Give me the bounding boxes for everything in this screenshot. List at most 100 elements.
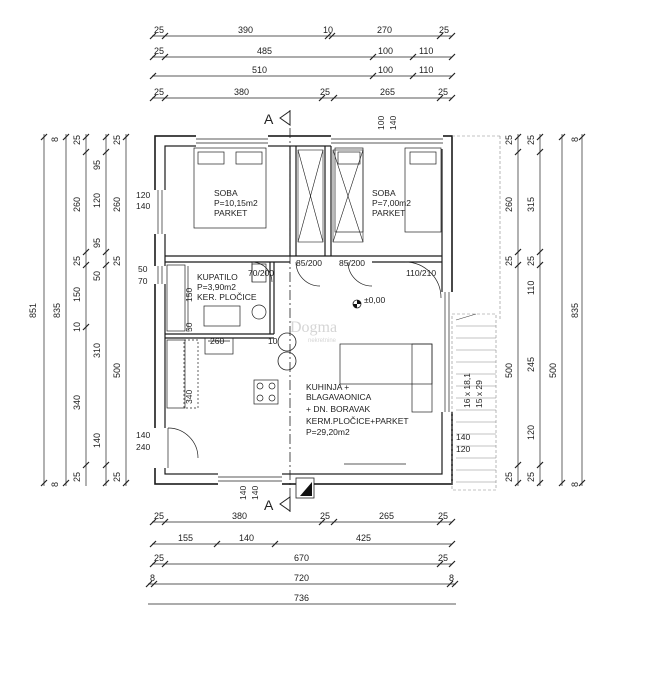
watermark: Dogma nekretnine xyxy=(290,319,337,344)
left-c3-0: 25 xyxy=(72,135,82,145)
left-c4-3: 500 xyxy=(112,363,122,378)
right-c2-3: 500 xyxy=(548,363,558,378)
kupatilo-area: P=3,90m2 xyxy=(197,282,236,292)
kuhinja-line2: BLAGAVAONICA xyxy=(306,392,372,402)
right-tick-bottom: 8 xyxy=(570,482,580,487)
top-dim-r2-3: 110 xyxy=(419,46,433,56)
right-c2-0: 25 xyxy=(526,135,536,145)
bath-260: 260 xyxy=(210,336,224,346)
bot-dim-r3-1: 670 xyxy=(294,553,309,563)
left-c3-8: 310 xyxy=(92,343,102,358)
top-dim-r2-0: 25 xyxy=(154,46,164,56)
bath-50: 50 xyxy=(184,322,194,332)
left-c3-9: 140 xyxy=(92,433,102,448)
left-tick-bottom: 8 xyxy=(50,482,60,487)
win-left-50: 50 xyxy=(138,264,148,274)
left-c3b-0: 260 xyxy=(72,197,82,212)
watermark-sub: nekretnine xyxy=(308,338,337,344)
left-c3-1: 95 xyxy=(92,160,102,170)
stairs-line2: 15 x 29 xyxy=(474,380,484,408)
right-c1-1: 260 xyxy=(504,197,514,212)
bot-dim-r5-0: 736 xyxy=(294,593,309,603)
bot-dim-r1-1: 380 xyxy=(232,511,247,521)
left-c4-1: 260 xyxy=(112,197,122,212)
top-dim-r4-1: 380 xyxy=(234,87,249,97)
kupatilo-floor: KER. PLOČICE xyxy=(197,292,257,302)
win-right-120: 120 xyxy=(456,444,470,454)
top-dim-r2-2: 100 xyxy=(378,46,393,56)
bot-dim-r4-1: 720 xyxy=(294,573,309,583)
sofa xyxy=(339,343,433,465)
kuhinja-floor: KERM.PLOČICE+PARKET xyxy=(306,416,409,426)
bath-150: 150 xyxy=(184,288,194,302)
win-left-140: 140 xyxy=(136,201,150,211)
section-marker-bottom: A xyxy=(264,496,291,513)
right-dimension-lines xyxy=(514,133,586,487)
top-dim-r1-4: 25 xyxy=(439,25,449,35)
left-c4-2: 25 xyxy=(112,256,122,266)
hall-pillars xyxy=(277,332,297,371)
left-c3-5: 50 xyxy=(92,271,102,281)
bot-dim-r3-0: 25 xyxy=(154,553,164,563)
left-c3-2: 120 xyxy=(92,193,102,208)
top-dim-r2-1: 485 xyxy=(257,46,272,56)
left-c4-4: 25 xyxy=(112,472,122,482)
section-label-bottom: A xyxy=(264,497,274,513)
entrance-marker xyxy=(295,477,315,499)
door-85-200-b: 85/200 xyxy=(339,258,365,268)
win-top-100: 100 xyxy=(376,116,386,130)
bathroom-fixtures xyxy=(166,263,267,332)
right-c1-6: 25 xyxy=(504,472,514,482)
right-c2-4: 25 xyxy=(526,472,536,482)
door-85-200-a: 85/200 xyxy=(296,258,322,268)
right-c1-3: 110 xyxy=(526,281,536,295)
soba2-area: P=7,00m2 xyxy=(372,198,411,208)
kuhinja-area: P=29,20m2 xyxy=(306,427,350,437)
right-tick-top: 8 xyxy=(570,137,580,142)
watermark-brand: Dogma xyxy=(290,319,337,336)
bot-dim-r4-2: 8 xyxy=(449,573,454,583)
win-left-240: 240 xyxy=(136,442,150,452)
left-c4-0: 25 xyxy=(112,135,122,145)
hall-10: 10 xyxy=(268,336,278,346)
left-c3-10: 25 xyxy=(72,472,82,482)
top-dim-r4-2: 25 xyxy=(320,87,330,97)
bed-right xyxy=(334,147,442,233)
top-dim-r1-1: 390 xyxy=(238,25,253,35)
section-marker-top: A xyxy=(264,110,291,127)
left-c3b-2: 340 xyxy=(72,395,82,410)
bot-dim-r4-0: 8 xyxy=(150,573,155,583)
bot-dim-r2-2: 425 xyxy=(356,533,371,543)
soba2-floor: PARKET xyxy=(372,208,405,218)
bot-dim-r1-3: 265 xyxy=(379,511,394,521)
bot-dim-r1-4: 25 xyxy=(438,511,448,521)
kitchen-counter xyxy=(166,337,279,409)
right-dim-total: 835 xyxy=(570,303,580,318)
left-c3-6: 150 xyxy=(72,287,82,302)
right-c2b-0: 500 xyxy=(504,363,514,378)
section-label-top: A xyxy=(264,111,274,127)
win-right-140: 140 xyxy=(456,432,470,442)
exterior-walls xyxy=(154,135,453,485)
bot-dim-r1-0: 25 xyxy=(154,511,164,521)
windows xyxy=(152,133,455,487)
left-dim-835: 835 xyxy=(52,303,62,318)
soba1-name: SOBA xyxy=(214,188,238,198)
left-c3-4: 25 xyxy=(72,256,82,266)
top-dim-r1-0: 25 xyxy=(154,25,164,35)
right-c1-0: 25 xyxy=(504,135,514,145)
top-dim-r3-1: 100 xyxy=(378,65,393,75)
window-110-210: 110/210 xyxy=(406,268,436,278)
top-dim-r4-4: 25 xyxy=(438,87,448,97)
bot-dim-r2-1: 140 xyxy=(239,533,254,543)
win-bottom-140b: 140 xyxy=(250,486,260,500)
stairs-line1: 16 x 18,1 xyxy=(462,373,472,408)
top-dim-r3-0: 510 xyxy=(252,65,267,75)
door-70-200: 70/200 xyxy=(248,268,274,278)
kupatilo-name: KUPATILO xyxy=(197,272,238,282)
exterior-stairs xyxy=(451,135,501,491)
win-left-140b: 140 xyxy=(136,430,150,440)
top-dim-r4-3: 265 xyxy=(380,87,395,97)
bot-dim-r1-2: 25 xyxy=(320,511,330,521)
